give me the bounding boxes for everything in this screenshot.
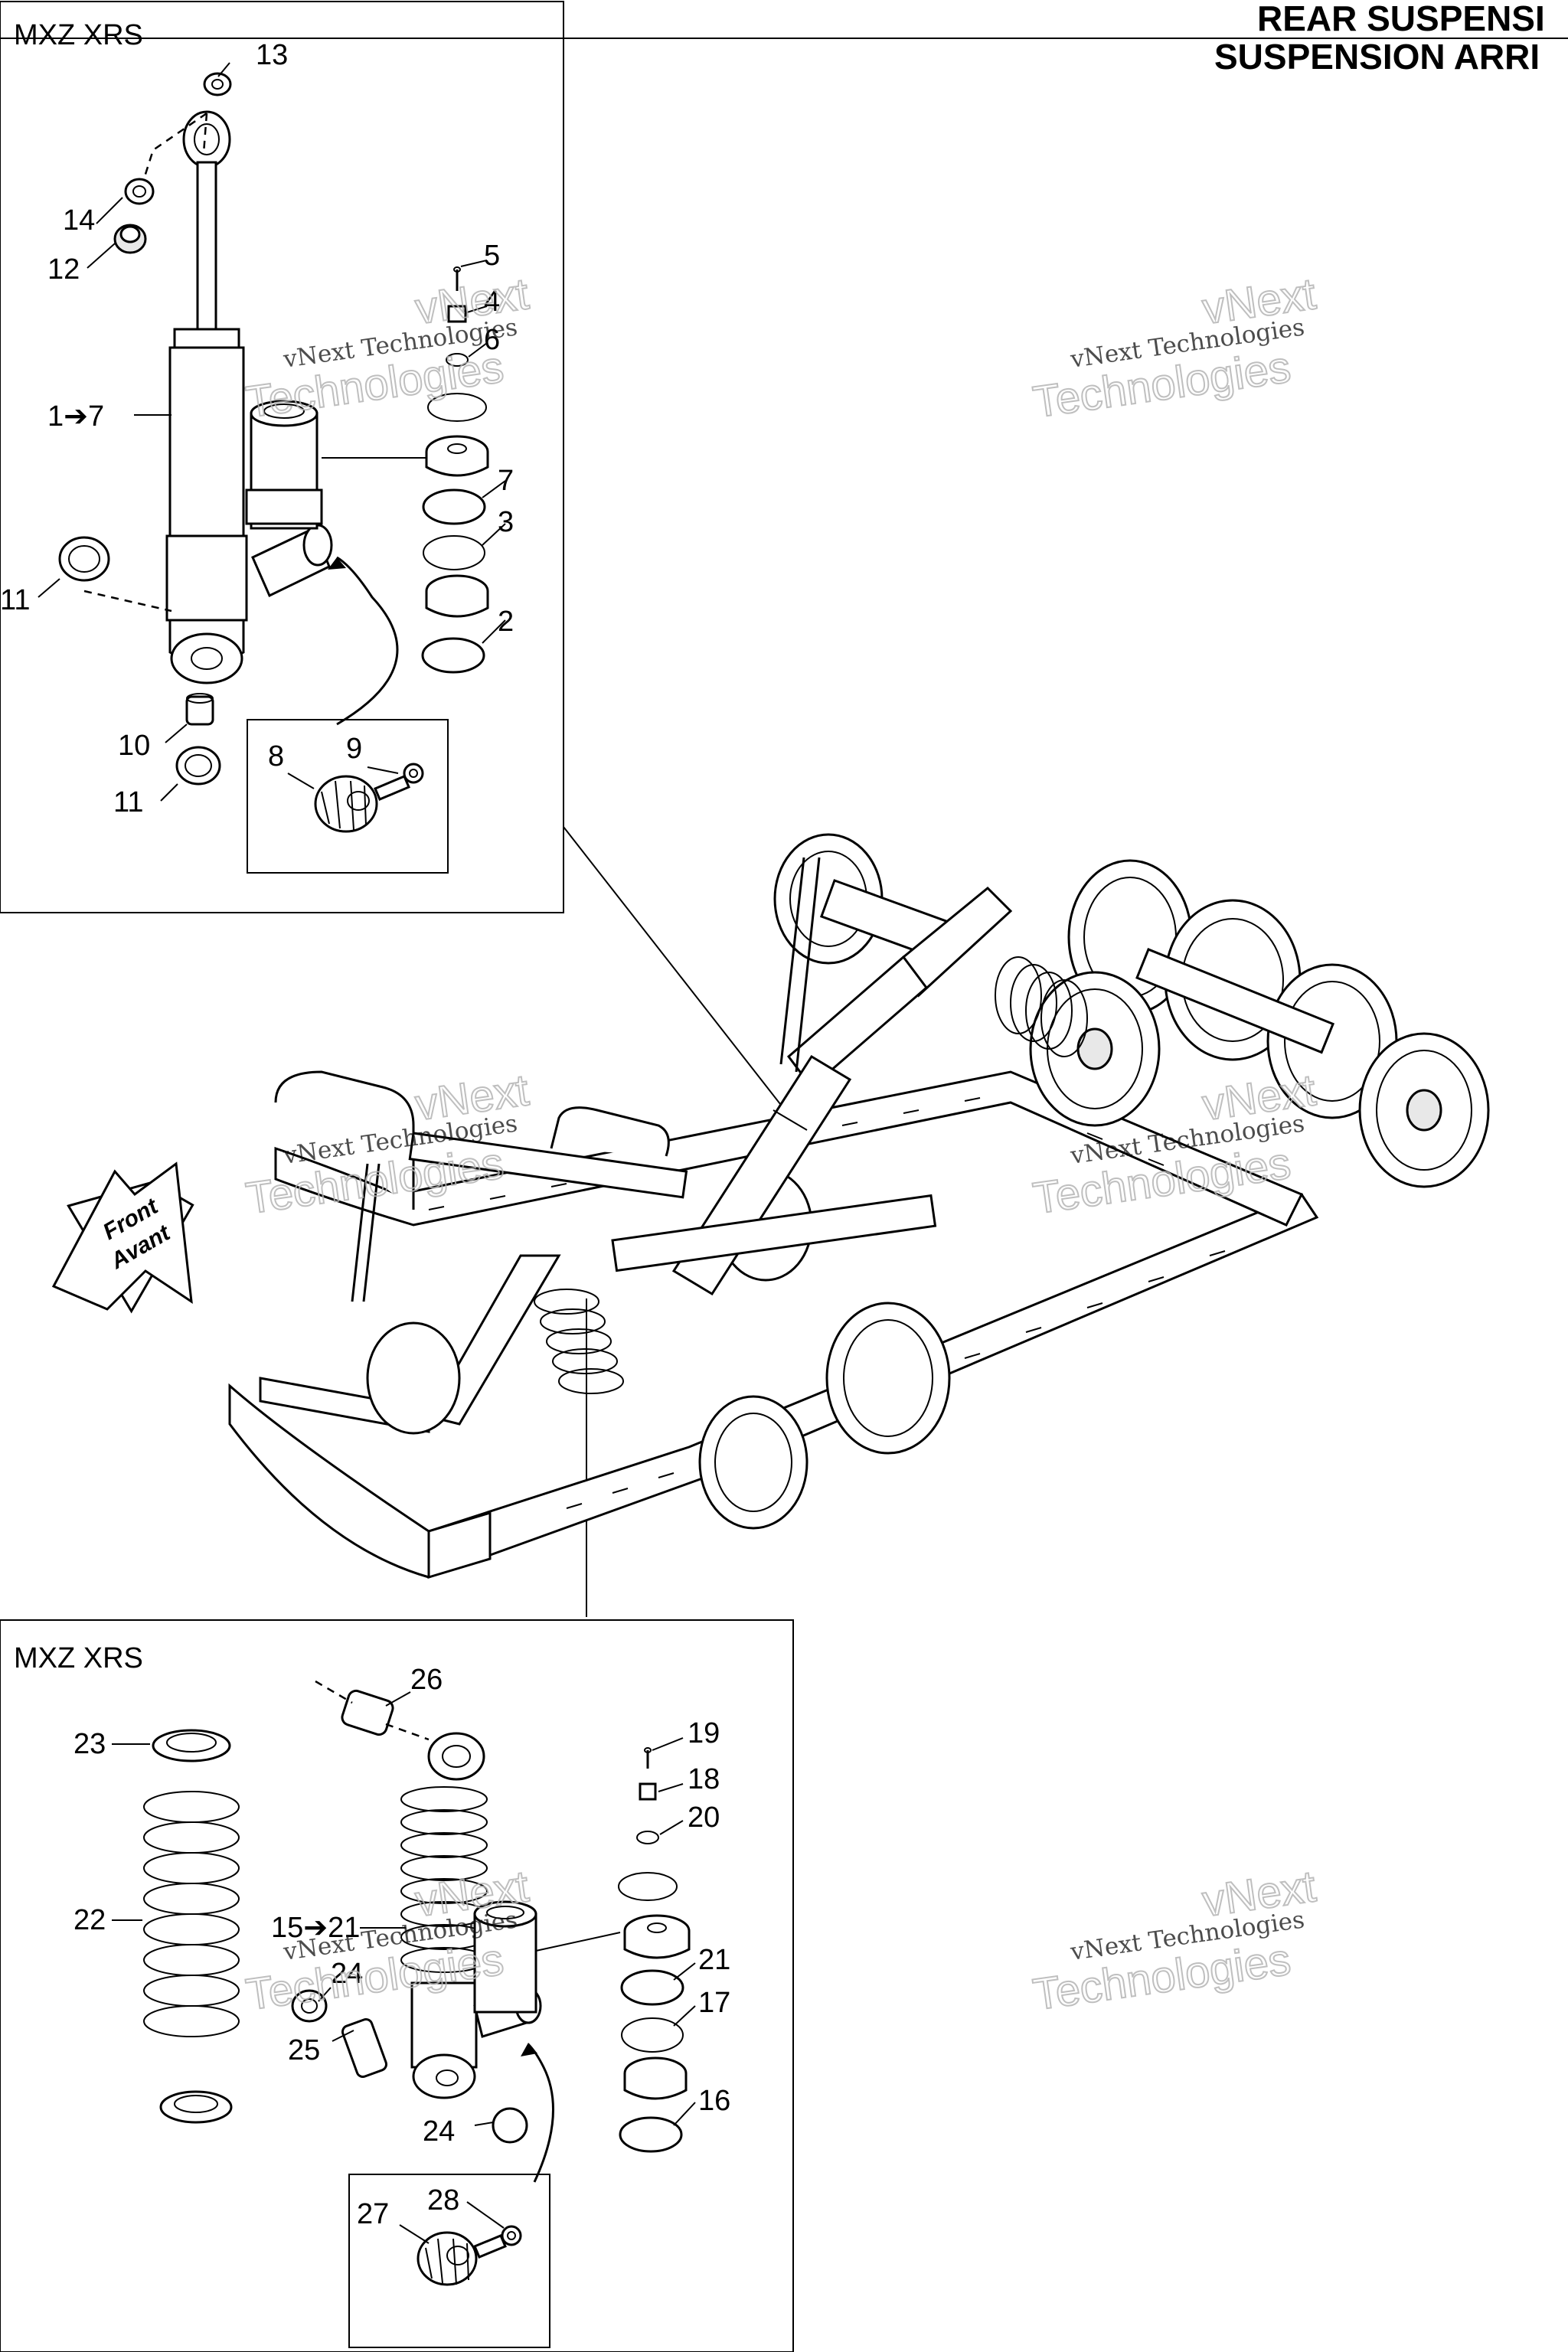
front-arm [426,1254,561,1426]
reservoir-cap-stack [322,266,489,726]
bottom-box-label: MXZ XRS [14,1642,143,1674]
front-adjuster-inset [348,2174,550,2348]
callout-6: 6 [484,324,500,356]
right-slide-rail [274,1070,1304,1227]
callout-9: 9 [346,733,362,765]
rear-suspension-assembly [228,833,1490,1579]
callout-11-lower: 11 [113,786,143,818]
callout-16: 16 [698,2085,730,2117]
callout-23: 23 [74,1728,106,1760]
callout-8: 8 [268,740,284,773]
callout-20: 20 [688,1802,720,1834]
watermark-6: vNext vNext Technologies Technologies [1029,1860,1319,2020]
front-shock-absorber [400,1732,542,2099]
watermark-1: vNext vNext Technologies Technologies [242,268,532,428]
adjuster-inset-frame [247,719,449,874]
callout-4: 4 [484,286,500,318]
callout-27: 27 [357,2198,389,2230]
front-direction-arrow: Front Avant [51,1161,194,1314]
callout-26: 26 [410,1664,443,1696]
rear-shock-absorber [165,110,333,684]
shock-hardware-left [58,72,232,786]
callout-5: 5 [484,240,500,272]
top-box-frame [0,1,564,913]
callout-18: 18 [688,1763,720,1795]
callout-24-upper: 24 [331,1958,363,1990]
left-slide-rail [228,1193,1319,1579]
callout-3: 3 [498,506,514,538]
callout-24-lower: 24 [423,2115,455,2148]
top-box-pointer-line [563,826,789,1116]
callout-1-to-7: 1➔7 [47,400,104,433]
callout-25: 25 [288,2034,320,2066]
front-adjuster-inset-frame [348,2174,550,2348]
callout-15-to-21: 15➔21 [271,1912,360,1944]
front-shock-spring [534,1289,624,1394]
header-title-line2: SUSPENSION ARRI [1214,37,1540,77]
coil-spring [143,1729,240,2124]
callout-21: 21 [698,1944,730,1976]
callout-12: 12 [47,253,80,286]
callout-10: 10 [118,730,150,762]
callout-17: 17 [698,1987,730,2019]
page-header: REAR SUSPENSI SUSPENSION ARRI [0,0,1568,77]
adjuster-inset [247,719,449,874]
callout-7: 7 [498,465,514,497]
bottom-detail-box: MXZ XRS [0,1619,794,2352]
callout-19: 19 [688,1717,720,1749]
callout-13: 13 [256,39,288,71]
front-reservoir-cap-stack [521,1747,691,2183]
callout-14: 14 [63,204,95,237]
callout-2: 2 [498,606,514,638]
callout-11-upper: 11 [0,584,30,616]
top-leader-lines [38,62,506,802]
header-title-line1: REAR SUSPENSI [1257,0,1545,38]
callout-28: 28 [427,2184,459,2216]
bottom-box-frame [0,1619,794,2352]
callout-22: 22 [74,1904,106,1936]
top-detail-box: MXZ XRS [0,1,564,913]
top-box-label: MXZ XRS [14,19,143,51]
bottom-leader-lines [112,1691,696,2244]
watermark-2: vNext vNext Technologies Technologies [1029,268,1319,428]
